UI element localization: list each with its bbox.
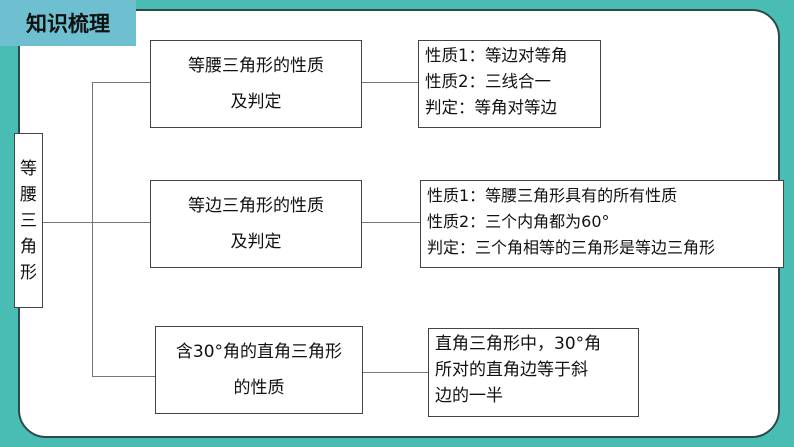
section-title: 知识梳理 bbox=[0, 0, 136, 46]
connector bbox=[362, 82, 418, 83]
detail-node-isosceles: 性质1：等边对等角 性质2：三线合一 判定：等角对等边 bbox=[418, 40, 601, 128]
root-char: 腰 bbox=[20, 184, 37, 205]
branch-label: 含30°角的直角三角形 bbox=[175, 342, 343, 362]
connector bbox=[363, 372, 428, 373]
detail-line: 边的一半 bbox=[435, 386, 503, 406]
detail-node-equilateral: 性质1：等腰三角形具有的所有性质 性质2：三个内角都为60° 判定：三个角相等的… bbox=[420, 180, 784, 268]
root-char: 角 bbox=[20, 236, 37, 257]
detail-line: 性质2：三个内角都为60° bbox=[427, 212, 610, 231]
detail-line: 性质1：等腰三角形具有的所有性质 bbox=[427, 186, 678, 205]
connector bbox=[92, 82, 93, 377]
branch-label: 及判定 bbox=[230, 232, 282, 252]
detail-line: 性质2：三线合一 bbox=[425, 72, 551, 91]
root-char: 三 bbox=[20, 210, 37, 231]
connector bbox=[92, 376, 155, 377]
root-char: 形 bbox=[20, 262, 37, 283]
branch-label: 等腰三角形的性质 bbox=[188, 56, 324, 76]
branch-label: 的性质 bbox=[233, 378, 285, 398]
detail-line: 直角三角形中，30°角 bbox=[435, 334, 602, 354]
branch-node-equilateral: 等边三角形的性质 及判定 bbox=[150, 180, 362, 268]
connector bbox=[42, 222, 150, 223]
root-char: 等 bbox=[20, 158, 37, 179]
connector bbox=[362, 222, 420, 223]
detail-line: 判定：等角对等边 bbox=[425, 98, 557, 117]
branch-node-isosceles: 等腰三角形的性质 及判定 bbox=[150, 40, 362, 128]
detail-line: 所对的直角边等于斜 bbox=[435, 360, 588, 380]
root-node: 等 腰 三 角 形 bbox=[14, 133, 43, 308]
detail-line: 性质1：等边对等角 bbox=[425, 46, 568, 65]
detail-line: 判定：三个角相等的三角形是等边三角形 bbox=[427, 238, 716, 257]
branch-node-30-degree: 含30°角的直角三角形 的性质 bbox=[155, 326, 363, 414]
branch-label: 及判定 bbox=[230, 92, 282, 112]
detail-node-30-degree: 直角三角形中，30°角 所对的直角边等于斜 边的一半 bbox=[428, 328, 639, 417]
connector bbox=[92, 82, 150, 83]
branch-label: 等边三角形的性质 bbox=[188, 196, 324, 216]
